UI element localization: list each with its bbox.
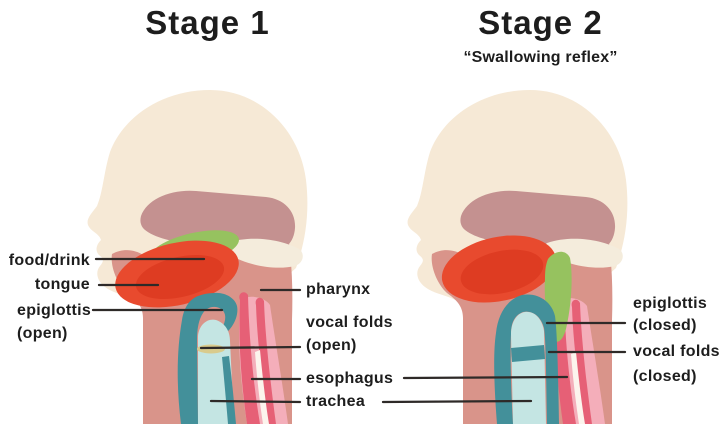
stage1-title: Stage 1 <box>145 4 270 41</box>
pointer-vocal-folds-open <box>199 345 302 350</box>
stage2-esophagus-back <box>571 299 592 424</box>
stage1-esophagus-highlight <box>255 350 269 424</box>
stage1-trachea-wall <box>222 356 236 424</box>
label-epiglottis-closed-state: (closed) <box>633 317 697 334</box>
stage2-esophagus-highlight <box>571 352 585 424</box>
label-tongue: tongue <box>34 276 90 293</box>
label-esophagus: esophagus <box>306 370 394 387</box>
stage2-title: Stage 2 <box>478 4 603 41</box>
stage2-subtitle: “Swallowing reflex” <box>463 49 618 66</box>
stage1-epiglottis-open <box>177 292 238 424</box>
stage2-tongue-shade <box>460 249 544 295</box>
pointer-esophagus-right <box>402 375 569 380</box>
pointer-trachea-right <box>381 399 533 404</box>
stage1-figure <box>87 90 308 424</box>
label-food-drink: food/drink <box>8 252 90 269</box>
label-vocal-folds-closed: vocal folds <box>633 343 720 360</box>
stage1-mouth-cavity <box>140 190 296 252</box>
stage1-esophagus-back <box>255 297 276 424</box>
label-epiglottis-open: epiglottis <box>17 302 92 319</box>
stage2-mouth-cavity <box>460 190 616 252</box>
stage1-tongue-shade <box>135 255 225 299</box>
label-vocal-folds-open-state: (open) <box>306 337 357 354</box>
stage2-trachea <box>511 311 546 424</box>
label-pharynx: pharynx <box>306 281 371 298</box>
label-vocal-folds-open: vocal folds <box>306 314 393 331</box>
label-vocal-folds-closed-state: (closed) <box>633 368 697 385</box>
pointer-lines <box>91 257 627 404</box>
stage2-vocal-folds-closed <box>511 345 545 362</box>
label-epiglottis-closed: epiglottis <box>633 295 708 312</box>
stage2-epiglottis-closed <box>494 294 559 424</box>
stage1-soft-palate <box>224 238 303 268</box>
label-epiglottis-open-state: (open) <box>17 325 68 342</box>
stage1-esophagus-front <box>239 292 260 424</box>
stage2-figure <box>407 90 628 424</box>
pointer-trachea-left <box>209 399 302 404</box>
label-trachea: trachea <box>306 393 366 410</box>
